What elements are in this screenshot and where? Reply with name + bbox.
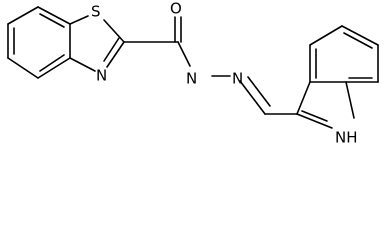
bond <box>37 6 71 25</box>
chemical-structure-diagram: S O N N N NH <box>7 0 379 147</box>
thiazole-ring <box>69 15 125 72</box>
double-bond-inner <box>301 110 328 122</box>
bond <box>345 81 355 119</box>
bond <box>7 57 39 79</box>
bond <box>106 41 125 68</box>
double-bond-outer <box>103 37 120 62</box>
bond <box>7 6 39 25</box>
double-bond-inner <box>39 54 65 72</box>
bond <box>103 19 125 43</box>
benzothiazole-benzene-ring <box>7 6 71 79</box>
double-bond-inner <box>39 13 65 28</box>
atom-label-thiazole-nitrogen: N <box>96 67 107 85</box>
atom-label-indole-nh: NH <box>335 129 358 147</box>
bond <box>341 25 379 46</box>
bond <box>177 41 191 67</box>
bond <box>69 15 89 25</box>
bond <box>309 25 343 46</box>
indole-pyrrole-ring <box>296 81 355 129</box>
atom-label-sulfur: S <box>91 3 101 21</box>
atom-label-oxygen: O <box>170 0 182 18</box>
imine-double-bond <box>239 80 266 115</box>
bond <box>296 113 333 129</box>
bond <box>296 81 311 115</box>
atom-label-imine-nitrogen: N <box>232 70 243 88</box>
hydrazone-linker <box>123 16 298 115</box>
indole-benzene-ring <box>309 25 379 83</box>
double-bond-inner <box>343 32 373 49</box>
bond <box>37 57 71 79</box>
atom-label-hydrazide-nitrogen: N <box>186 70 197 88</box>
bond <box>69 57 96 72</box>
imine-double-bond <box>247 76 271 107</box>
